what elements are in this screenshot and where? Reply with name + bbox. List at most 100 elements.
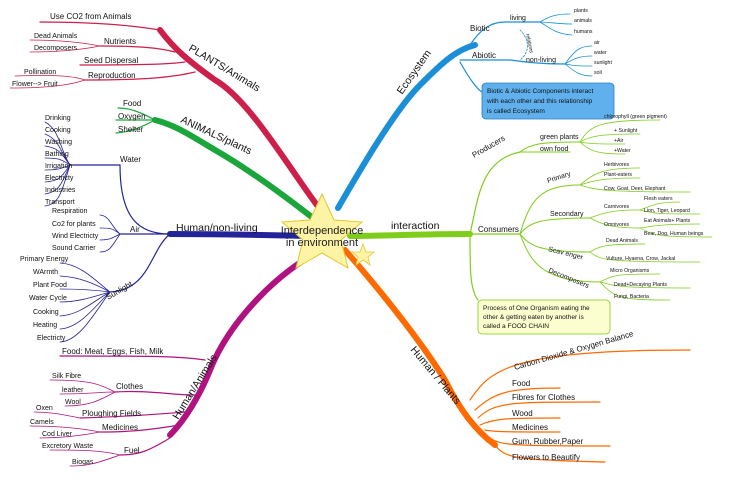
ecosystem-biotic: Biotic [470,24,490,33]
living-item-3: humans [574,29,593,35]
interaction-secondary: Secondary [550,211,584,218]
ecosystem-note-line-1: Biotic & Abiotic Components interact [487,88,593,95]
non-living-item-3: sunlight [594,60,612,66]
interaction-note-line-1: Process of One Organism eating the [483,305,590,312]
water-item-8: Transport [45,199,75,206]
animals-shelter: Shelter [118,125,144,134]
ecosystem-relations: relations [524,33,534,54]
producer-item-2: + Sunlight [614,128,638,134]
plants-nutrients: Nutrients [104,37,136,46]
air-item-1: Respiration [52,208,88,215]
branch-interaction [347,119,713,301]
clothes-item-1: Silk Fibre [52,373,81,380]
sunlight-item-4: Water Cycle [29,295,67,302]
center-star [280,192,364,270]
interaction-green-plants: green plants [540,134,579,141]
human-animals-food: Food: Meat, Eggs, Fish, Milk [62,347,164,356]
center-title-line-1: Interdependence [281,225,364,237]
ecosystem-non-living: non-living [526,57,556,64]
plants-reproduction: Reproduction [88,71,136,80]
sunlight-item-2: WArmth [33,269,58,276]
interaction-note-line-3: called a FOOD CHAIN [483,323,549,330]
human-plants-item-4: Wood [512,409,533,418]
producer-items: chlorophyll (green pigment) + Sunlight +Ai… [604,114,667,154]
producer-item-1: chlorophyll (green pigment) [604,114,667,120]
human-plants-item-1: Carbon Dioxide & Oxygen Balance [513,329,635,372]
human-plants-item-7: Flowers to Beautify [512,453,580,462]
human-air: Air [130,225,140,234]
decomposer-item-2: Dead+Decaying Plants [614,282,667,288]
fuel-item-2: Biogas [72,459,94,466]
living-item-1: plants [574,8,588,14]
water-item-5: Irrigation [45,163,72,170]
air-item-4: Sound Carrier [52,245,96,252]
interaction-primary: Primary [546,171,572,185]
interaction-decomposers: Decomposers [547,267,590,290]
branch-plants-animals [9,21,325,215]
human-animals-fuel: Fuel [124,446,140,455]
central-topic: Interdependence in environment [280,192,376,270]
branch-human-non-living [44,121,321,343]
interaction-note: Process of One Organism eating the other… [477,299,611,335]
branch-ecosystem [335,13,593,211]
human-branch-label: Human/non-living [176,222,258,234]
animals-food: Food [123,99,141,108]
interaction-producers: Producers [471,134,507,160]
scavenger-item-2: Vulture, Hyaena, Crow, Jackal [606,256,675,262]
sunlight-item-5: Cooking [33,309,59,316]
interaction-omnivores: Omnivores [604,222,629,228]
ecosystem-note-line-2: with each other and this relationship [486,98,593,105]
scavenger-item-1: Dead Animals [606,238,638,244]
decomposer-item-1: Micro Organisms [610,268,650,274]
ecosystem-abiotic: Abiotic [472,51,496,60]
interaction-consumers: Consumers [478,225,519,234]
producer-item-3: +Air [614,138,624,144]
water-item-2: Cooking [45,127,71,134]
primary-item-1: Herbivores [604,162,629,168]
clothes-item-2: leather [62,387,84,394]
interaction-note-line-2: other & getting eaten by another is [483,314,585,321]
producer-item-4: +Water [614,148,631,154]
decomposer-item-3: Fungi, Bacteria [614,294,649,300]
branch-human-animals [29,247,325,467]
sunlight-item-6: Heating [33,322,57,329]
plants-flower-fruit: Flower--> Fruit [12,81,58,88]
human-plants-items: Carbon Dioxide & Oxygen BalanceFoodFibre… [512,329,635,462]
air-item-3: Wind Electricty [52,233,99,240]
human-animals-medicines: Medicines [102,423,138,432]
human-animals-oxen: Oxen [36,405,53,412]
medicine-item-2: Cod Liver [42,431,73,438]
center-title-line-2: in environment [286,237,358,249]
water-item-1: Drinking [45,115,71,122]
water-item-4: Bathing [45,151,69,158]
non-living-item-2: water [594,50,607,56]
plants-dead-animals: Dead Animals [34,33,78,40]
human-animals-ploughing: Ploughing Fields [82,409,141,418]
sunlight-item-7: Electricty [37,335,66,342]
water-item-3: Washing [45,139,72,146]
plants-seed-dispersal: Seed Dispersal [84,56,138,65]
sunlight-item-1: Primary Energy [20,256,69,263]
human-plants-item-6: Gum, Rubber,Paper [512,437,583,446]
water-item-6: Electricty [45,175,74,182]
plants-decomposers: Decomposers [34,45,78,52]
carnivore-item-2: Lion, Tiger, Leopard [644,208,690,214]
human-animals-clothes: Clothes [116,382,143,391]
human-plants-item-2: Food [512,379,530,388]
interaction-own-food: own food [540,146,569,153]
center-star-small [350,242,376,266]
primary-item-3: Cow, Goat, Deer, Elephant [604,186,666,192]
